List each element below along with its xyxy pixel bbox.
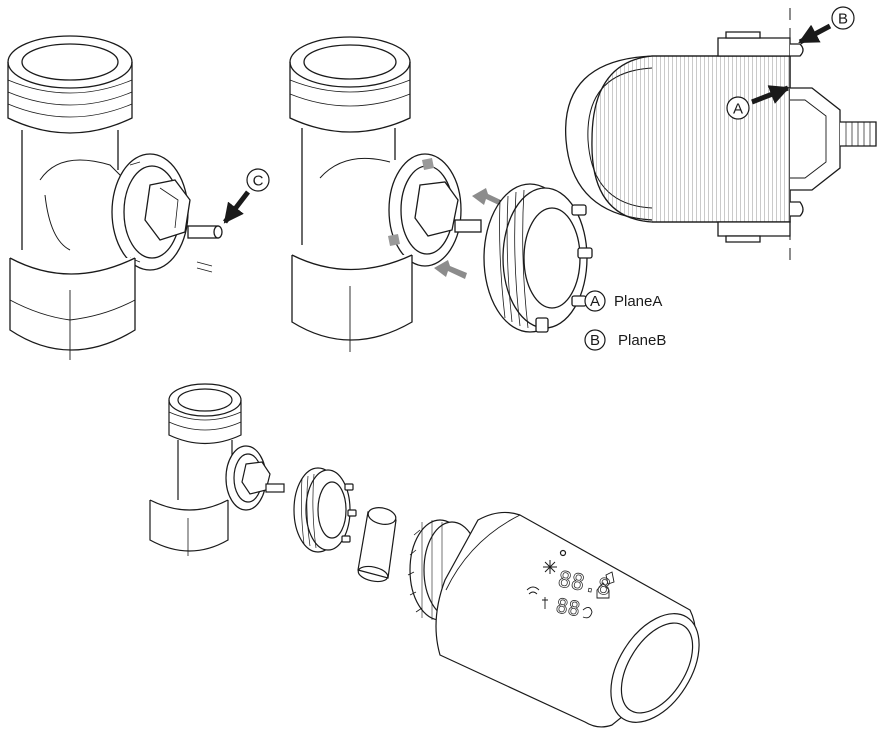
led-dot-icon <box>559 549 567 557</box>
antenna-icon <box>542 597 548 609</box>
legend-a-letter: A <box>590 293 600 310</box>
callout-b: B <box>798 6 855 45</box>
power-icon <box>582 607 593 619</box>
legend-b-letter: B <box>590 332 600 349</box>
alignment-mark-top <box>422 158 434 170</box>
callout-b-circle <box>831 6 855 30</box>
arrow-lower <box>434 260 467 279</box>
callout-b-label: B <box>838 11 848 28</box>
adapter-ring <box>483 183 593 333</box>
arrow-upper <box>472 188 505 207</box>
callout-a-label: A <box>733 101 743 118</box>
lcd-digits-bottom: 88 <box>554 593 582 621</box>
snowflake-icon <box>543 560 557 574</box>
window-icon <box>605 571 615 585</box>
alignment-mark-bottom <box>388 234 400 246</box>
direction-arrows <box>434 188 505 279</box>
legend-a-label: PlaneA <box>614 293 662 310</box>
legend-b-circle <box>584 329 606 351</box>
legend-b-label: PlaneB <box>618 332 666 349</box>
callout-c: C <box>223 168 270 224</box>
legend: A PlaneA B PlaneB <box>584 290 666 351</box>
legend-a-circle <box>584 290 606 312</box>
panel-exploded-assembly <box>149 383 700 728</box>
callout-a-circle <box>726 96 750 120</box>
legend-item-a: A PlaneA <box>584 290 662 312</box>
panel-adapter-fitting <box>289 36 482 352</box>
home-icon <box>596 582 610 599</box>
callout-a: A <box>726 85 790 120</box>
panel-cross-section <box>565 8 877 266</box>
callout-c-label: C <box>253 173 264 190</box>
wifi-icon <box>526 586 540 595</box>
sleeve-cylinder <box>357 507 397 583</box>
legend-item-b: B PlaneB <box>584 329 666 351</box>
callout-c-circle <box>246 168 270 192</box>
small-adapter-ring <box>293 467 357 553</box>
small-valve <box>149 383 285 556</box>
thermostat-head <box>435 511 700 728</box>
panel-valve-body <box>7 35 223 360</box>
